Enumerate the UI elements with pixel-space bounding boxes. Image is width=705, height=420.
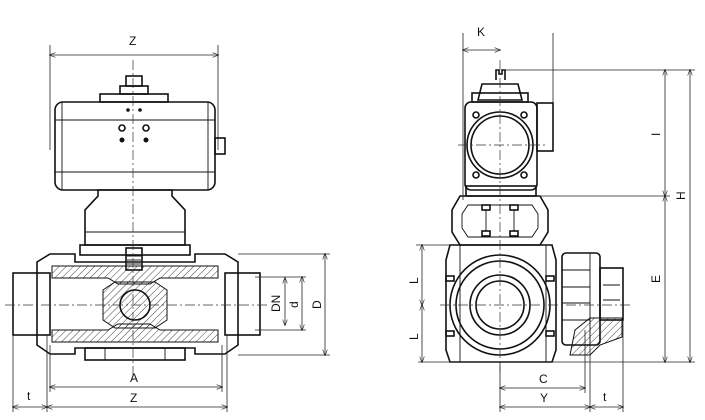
label-a: A	[130, 371, 138, 385]
label-z-top: Z	[129, 34, 136, 48]
bracket-side	[451, 195, 549, 246]
label-t-front: t	[27, 389, 31, 403]
valve-body-section	[12, 253, 261, 361]
label-z-bottom: Z	[130, 391, 137, 405]
label-dn: DN	[269, 295, 283, 312]
union-nut	[561, 252, 624, 356]
actuator	[54, 75, 226, 191]
label-k: K	[477, 25, 485, 39]
label-l-bottom: L	[407, 333, 421, 340]
label-e: E	[649, 275, 663, 283]
label-y: Y	[540, 391, 548, 405]
front-view: Z	[5, 34, 330, 412]
label-l-top: L	[407, 277, 421, 284]
valve-body-side	[445, 244, 557, 363]
side-view: K	[407, 25, 695, 412]
label-h: H	[674, 191, 688, 200]
actuator-side	[464, 69, 554, 197]
label-t-side: t	[603, 390, 607, 404]
bracket	[79, 189, 191, 271]
label-c: C	[539, 372, 548, 386]
label-big-d: D	[310, 300, 324, 309]
label-i: I	[649, 133, 663, 136]
label-d: d	[287, 301, 301, 308]
